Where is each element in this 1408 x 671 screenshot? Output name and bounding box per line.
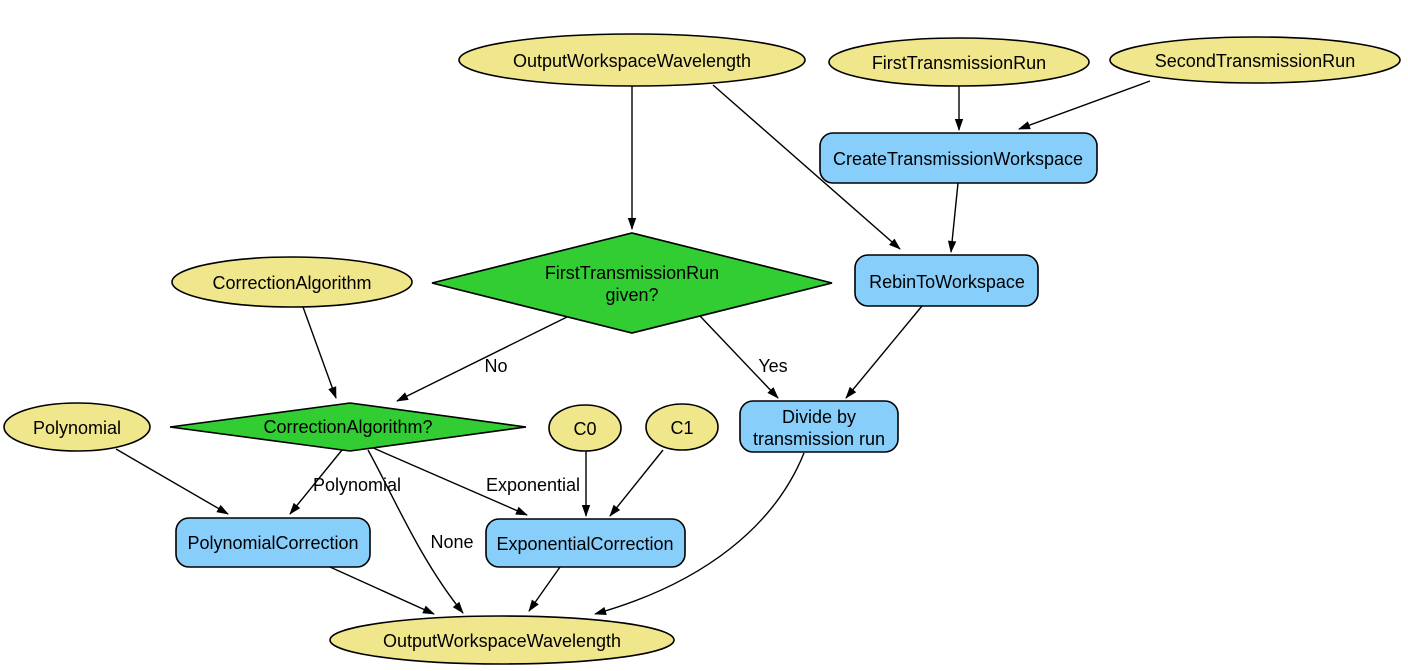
node-second-transmission-run: SecondTransmissionRun bbox=[1109, 36, 1401, 84]
node-first-transmission-given-decision: FirstTransmissionRun given? bbox=[431, 232, 833, 334]
edge-decision-exponential-to-expcorr bbox=[370, 446, 528, 516]
c0-ellipse bbox=[548, 404, 622, 452]
edge-secondrun-to-create bbox=[1018, 80, 1151, 130]
edge-polycorr-to-output bbox=[329, 566, 435, 615]
first-transmission-given-label-line2: given? bbox=[605, 285, 658, 305]
edge-rebin-to-divide bbox=[845, 305, 923, 399]
node-rebin-to-workspace: RebinToWorkspace bbox=[854, 254, 1039, 307]
edge-correctionalg-to-decision bbox=[302, 306, 337, 399]
correction-algorithm-ellipse bbox=[171, 256, 413, 308]
divide-by-transmission-label-line1: Divide by bbox=[782, 407, 856, 427]
c1-label: C1 bbox=[670, 418, 693, 438]
edge-create-to-rebin bbox=[947, 182, 959, 253]
edge-decision-none-to-output bbox=[367, 449, 464, 614]
node-first-transmission-run: FirstTransmissionRun bbox=[828, 37, 1090, 87]
edge-output-top-to-rebin bbox=[712, 84, 901, 250]
edge-given-no-to-correction-decision bbox=[396, 316, 568, 402]
polynomial-correction-rect bbox=[175, 517, 371, 568]
second-transmission-run-ellipse bbox=[1109, 36, 1401, 84]
edge-labels: No Yes Polynomial Exponential None bbox=[313, 356, 788, 552]
node-output-workspace-wavelength-bottom: OutputWorkspaceWavelength bbox=[329, 615, 675, 665]
edge-label-none: None bbox=[430, 532, 473, 552]
correction-algorithm-decision-diamond bbox=[169, 402, 527, 452]
polynomial-label: Polynomial bbox=[33, 418, 121, 438]
edge-label-polynomial: Polynomial bbox=[313, 475, 401, 495]
correction-algorithm-label: CorrectionAlgorithm bbox=[212, 273, 371, 293]
polynomial-ellipse bbox=[3, 402, 151, 452]
edge-given-yes-to-divide bbox=[699, 315, 779, 399]
node-c0: C0 bbox=[548, 404, 622, 452]
exponential-correction-rect bbox=[485, 518, 686, 568]
output-workspace-wavelength-top-label: OutputWorkspaceWavelength bbox=[513, 51, 751, 71]
output-workspace-wavelength-bottom-ellipse bbox=[329, 615, 675, 665]
edge-c1-to-expcorr bbox=[609, 449, 664, 517]
create-transmission-workspace-rect bbox=[819, 132, 1098, 184]
first-transmission-given-diamond bbox=[431, 232, 833, 334]
node-output-workspace-wavelength-top: OutputWorkspaceWavelength bbox=[458, 33, 806, 87]
correction-algorithm-decision-label: CorrectionAlgorithm? bbox=[263, 417, 432, 437]
node-create-transmission-workspace: CreateTransmissionWorkspace bbox=[819, 132, 1098, 184]
edge-label-no: No bbox=[484, 356, 507, 376]
edge-polynomial-to-polycorr bbox=[115, 448, 229, 515]
first-transmission-run-label: FirstTransmissionRun bbox=[872, 53, 1046, 73]
c0-label: C0 bbox=[573, 419, 596, 439]
c1-ellipse bbox=[645, 403, 719, 451]
edge-expcorr-to-output bbox=[528, 566, 561, 612]
node-exponential-correction: ExponentialCorrection bbox=[485, 518, 686, 568]
node-divide-by-transmission: Divide by transmission run bbox=[739, 400, 899, 453]
edge-label-yes: Yes bbox=[758, 356, 787, 376]
divide-by-transmission-rect bbox=[739, 400, 899, 453]
edge-label-exponential: Exponential bbox=[486, 475, 580, 495]
polynomial-correction-label: PolynomialCorrection bbox=[187, 533, 358, 553]
edge-divide-to-output bbox=[594, 452, 805, 616]
output-workspace-wavelength-bottom-label: OutputWorkspaceWavelength bbox=[383, 631, 621, 651]
rebin-to-workspace-label: RebinToWorkspace bbox=[869, 272, 1025, 292]
first-transmission-given-label-line1: FirstTransmissionRun bbox=[545, 263, 719, 283]
create-transmission-workspace-label: CreateTransmissionWorkspace bbox=[833, 149, 1083, 169]
node-polynomial: Polynomial bbox=[3, 402, 151, 452]
edges bbox=[115, 80, 1151, 616]
node-polynomial-correction: PolynomialCorrection bbox=[175, 517, 371, 568]
rebin-to-workspace-rect bbox=[854, 254, 1039, 307]
divide-by-transmission-label-line2: transmission run bbox=[753, 429, 885, 449]
first-transmission-run-ellipse bbox=[828, 37, 1090, 87]
node-correction-algorithm: CorrectionAlgorithm bbox=[171, 256, 413, 308]
node-c1: C1 bbox=[645, 403, 719, 451]
node-correction-algorithm-decision: CorrectionAlgorithm? bbox=[169, 402, 527, 452]
edge-decision-polynomial-to-polycorr bbox=[289, 449, 343, 515]
second-transmission-run-label: SecondTransmissionRun bbox=[1155, 51, 1355, 71]
exponential-correction-label: ExponentialCorrection bbox=[496, 534, 673, 554]
output-workspace-wavelength-top-ellipse bbox=[458, 33, 806, 87]
